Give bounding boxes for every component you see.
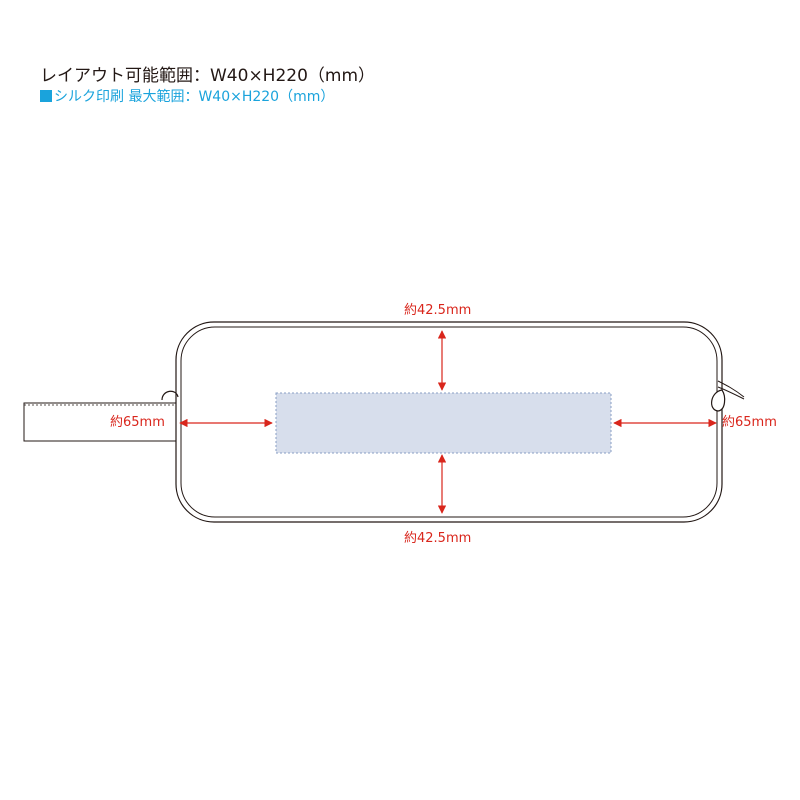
- zipper-pull-icon: [711, 380, 745, 412]
- bottom-dimension-label: 約42.5mm: [404, 531, 472, 546]
- left-ring-icon: [161, 390, 179, 401]
- strap-tab: [23, 402, 178, 442]
- layout-range-title: レイアウト可能範囲：W40×H220（mm）: [40, 66, 376, 86]
- silk-print-range-subtitle: シルク印刷 最大範囲：W40×H220（mm）: [40, 86, 334, 106]
- top-dimension-label: 約42.5mm: [404, 303, 472, 318]
- silk-print-range-text: シルク印刷 最大範囲：W40×H220（mm）: [54, 89, 335, 105]
- right-dimension-label: 約65mm: [722, 415, 777, 430]
- print-area: [275, 392, 612, 454]
- square-bullet-icon: [40, 90, 52, 102]
- left-dimension-label: 約65mm: [110, 415, 165, 430]
